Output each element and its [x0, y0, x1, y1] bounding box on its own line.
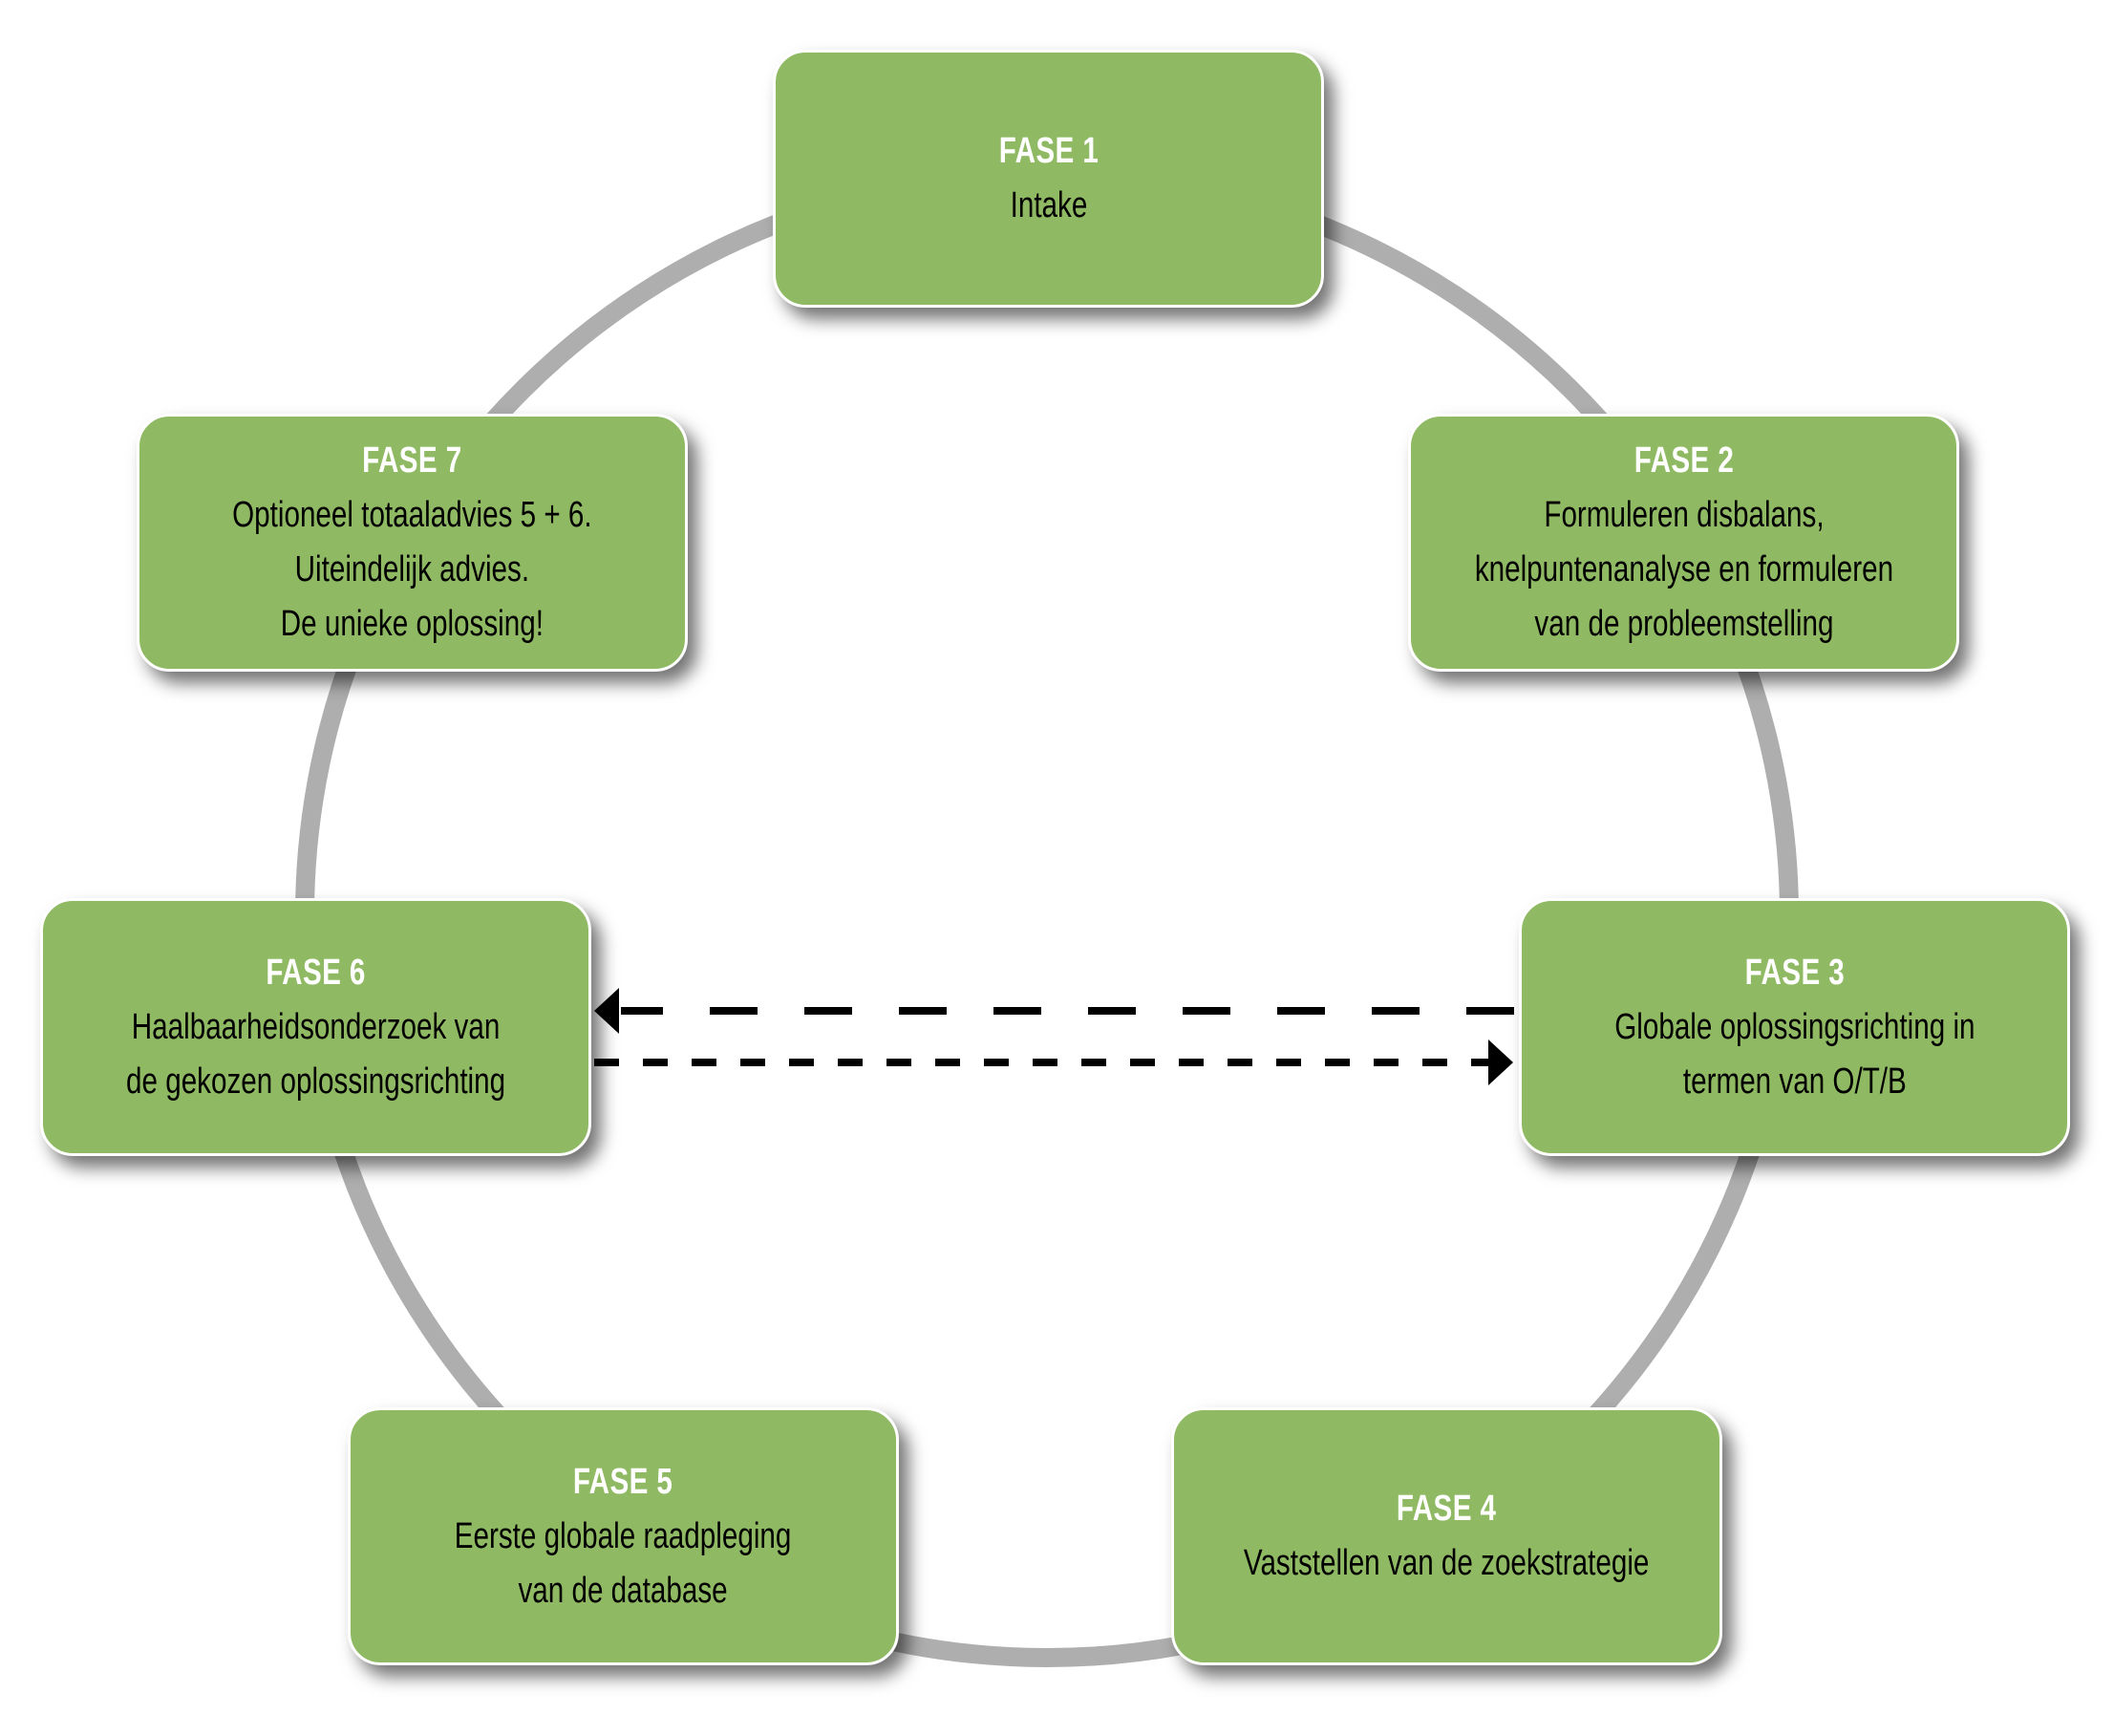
phase-title: FASE 7 — [362, 440, 462, 481]
phase-description: van de probleemstelling — [1533, 604, 1834, 644]
phase-description: De unieke oplossing! — [280, 604, 545, 644]
phase-description: Haalbaarheidsonderzoek van — [131, 1006, 501, 1047]
phase-description: termen van O/T/B — [1682, 1061, 1907, 1102]
phase-description: de gekozen oplossingsrichting — [125, 1061, 506, 1102]
phase-title: FASE 4 — [1397, 1489, 1497, 1529]
phase-box-3: FASE 3 Globale oplossingsrichting in ter… — [1519, 898, 2070, 1156]
arrowhead-left-icon — [594, 988, 619, 1034]
phase-title: FASE 2 — [1634, 440, 1734, 481]
phase-description: Intake — [1010, 185, 1087, 225]
arrowhead-right-icon — [1488, 1039, 1513, 1085]
phase-box-4: FASE 4 Vaststellen van de zoekstrategie — [1171, 1407, 1722, 1665]
phase-box-5: FASE 5 Eerste globale raadpleging van de… — [348, 1407, 899, 1665]
phase-description: knelpuntenanalyse en formuleren — [1474, 549, 1893, 589]
phase-description: Formuleren disbalans, — [1543, 495, 1825, 535]
phase-box-6: FASE 6 Haalbaarheidsonderzoek van de gek… — [40, 898, 591, 1156]
phase-box-1: FASE 1 Intake — [773, 50, 1324, 308]
phase-title: FASE 3 — [1744, 952, 1845, 993]
phase-description: Uiteindelijk advies. — [294, 549, 530, 589]
phase-description: Vaststellen van de zoekstrategie — [1244, 1543, 1650, 1583]
phase-box-7: FASE 7 Optioneel totaaladvies 5 + 6. Uit… — [137, 414, 688, 672]
phase-description: Optioneel totaaladvies 5 + 6. — [232, 495, 592, 535]
connector-fase3-to-fase6 — [594, 988, 1514, 1034]
phase-description: Eerste globale raadpleging — [455, 1515, 792, 1556]
connector-fase6-to-fase3 — [594, 1039, 1513, 1085]
phase-box-2: FASE 2 Formuleren disbalans, knelpuntena… — [1408, 414, 1959, 672]
phase-title: FASE 6 — [266, 952, 366, 993]
phase-description: van de database — [518, 1570, 729, 1611]
phase-description: Globale oplossingsrichting in — [1613, 1006, 1975, 1047]
phase-title: FASE 5 — [573, 1461, 673, 1502]
phase-title: FASE 1 — [998, 131, 1099, 171]
